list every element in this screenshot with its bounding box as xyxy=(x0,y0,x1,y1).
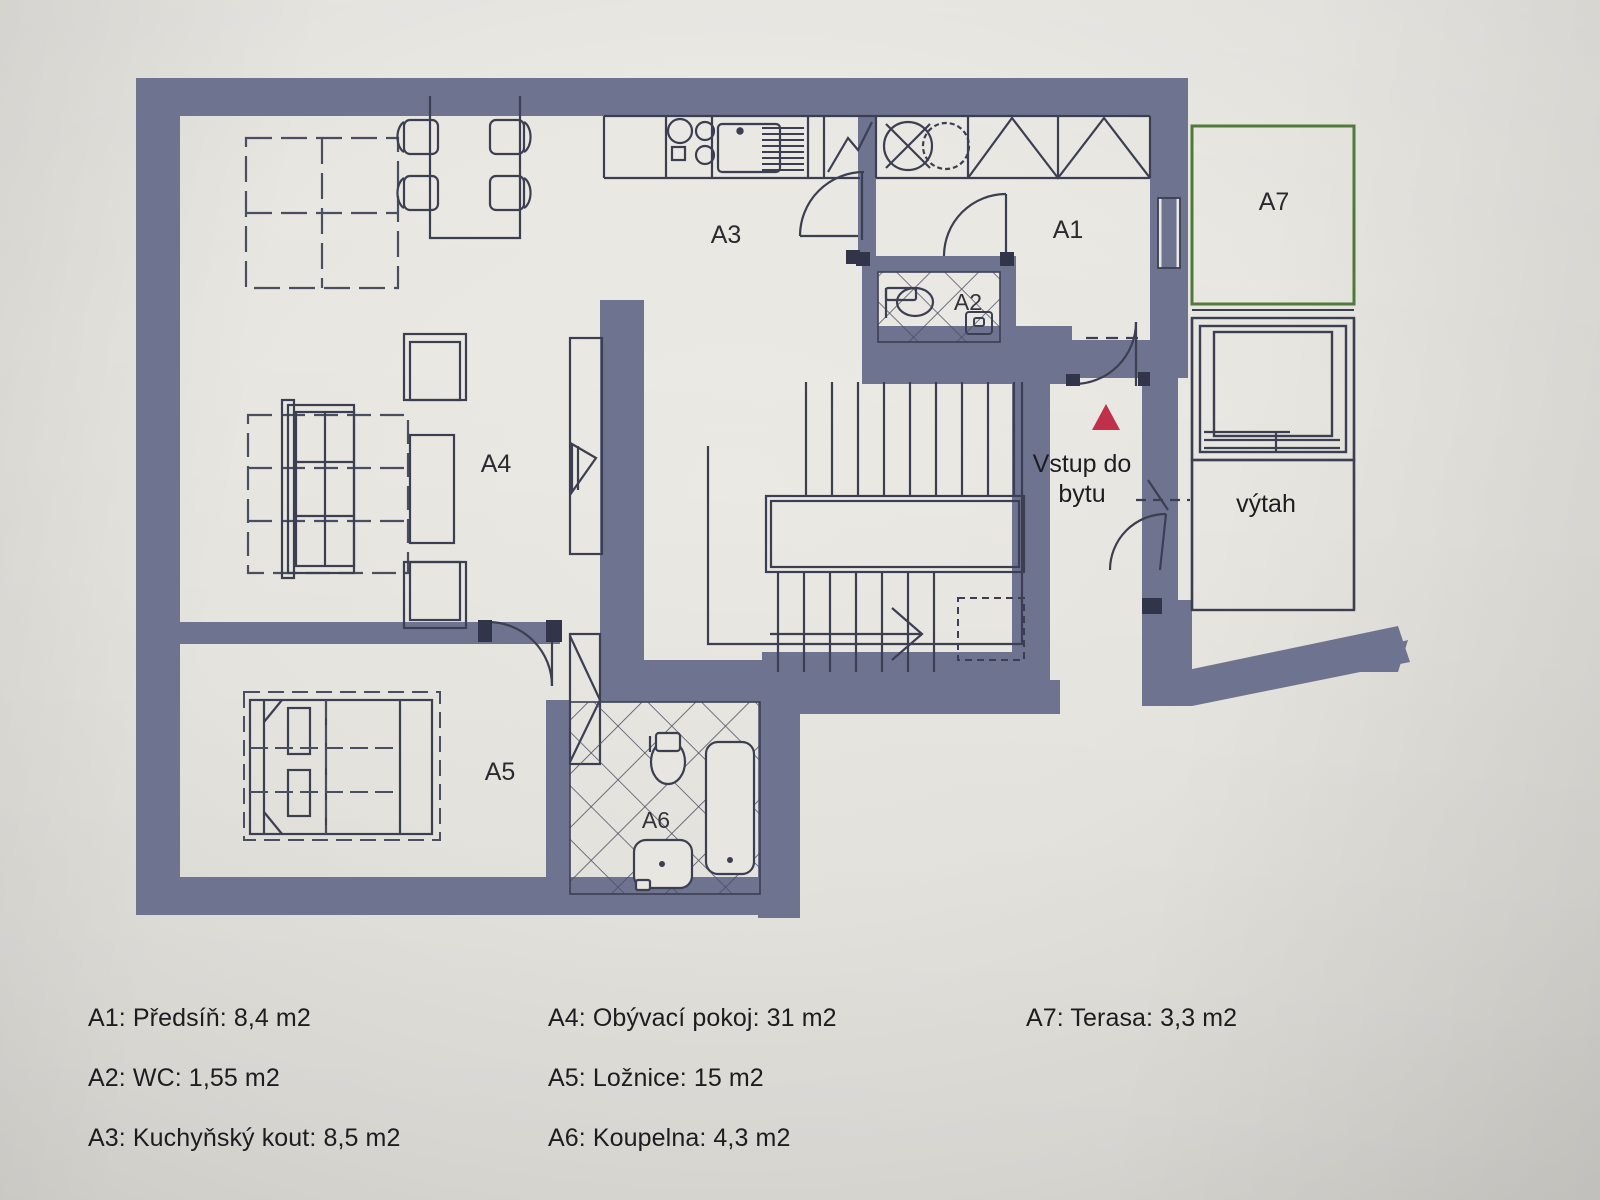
staircase xyxy=(706,382,1026,672)
entrance-marker-icon xyxy=(1092,404,1120,430)
dining-table xyxy=(428,96,522,240)
legend-item-a7: A7: Terasa: 3,3 m2 xyxy=(1026,1003,1238,1032)
entrance-label-line2: bytu xyxy=(1058,480,1105,508)
tv-media-unit xyxy=(568,336,604,556)
window-right-wall-frame xyxy=(1157,197,1181,269)
cooktop-icon xyxy=(666,117,716,166)
legend-item-a6: A6: Koupelna: 4,3 m2 xyxy=(548,1123,791,1152)
dining-chairs xyxy=(396,118,532,212)
bed-linen xyxy=(250,700,400,834)
tall-cabinets-icon xyxy=(967,116,1151,180)
wc-sink-icon xyxy=(965,311,993,335)
bathroom-toilet-icon xyxy=(648,731,687,786)
legend-item-a4: A4: Obývací pokoj: 31 m2 xyxy=(548,1003,837,1032)
legend: A1: Předsíň: 8,4 m2 A4: Obývací pokoj: 3… xyxy=(88,988,1338,1168)
kitchen-counter-run xyxy=(602,114,1152,180)
legend-item-a2: A2: WC: 1,55 m2 xyxy=(88,1063,280,1092)
elevator-label: výtah xyxy=(1236,490,1296,518)
room-label-a3: A3 xyxy=(711,221,742,249)
washing-machine-icon xyxy=(882,120,934,172)
dryer-icon xyxy=(921,121,971,171)
door-jambs xyxy=(478,250,1162,642)
coffee-table xyxy=(408,433,456,545)
bathtub-icon xyxy=(704,740,756,876)
entrance-label-line1: Vstup do xyxy=(1033,450,1132,478)
duct-square xyxy=(957,597,1025,661)
room-label-a4: A4 xyxy=(481,450,512,478)
bed-surround xyxy=(243,691,441,841)
sofa xyxy=(280,398,356,580)
living-rug xyxy=(246,413,410,575)
door-lobby xyxy=(1108,479,1190,571)
legend-item-a1: A1: Předsíň: 8,4 m2 xyxy=(88,1003,311,1032)
door-wc xyxy=(942,192,1008,258)
wall-structure xyxy=(136,78,1410,918)
washbasin-icon xyxy=(632,838,694,892)
terrace-a7-outline xyxy=(1190,124,1356,306)
room-label-a7: A7 xyxy=(1259,188,1290,216)
sink-icon xyxy=(716,122,782,174)
room-label-a6: A6 xyxy=(642,807,670,833)
legend-item-a3: A3: Kuchyňský kout: 8,5 m2 xyxy=(88,1123,401,1152)
door-entrance xyxy=(1073,321,1140,386)
toilet-icon xyxy=(884,286,935,318)
fridge-icon xyxy=(827,121,873,173)
room-label-a5: A5 xyxy=(485,758,516,786)
legend-item-a5: A5: Ložnice: 15 m2 xyxy=(548,1063,764,1092)
dining-rug xyxy=(244,136,400,290)
armchair-top xyxy=(402,332,468,402)
room-label-a2: A2 xyxy=(954,289,982,315)
dishwasher-icon xyxy=(762,126,804,172)
door-kitchen xyxy=(798,170,865,240)
bed xyxy=(248,698,434,836)
window-right-wall xyxy=(1158,198,1180,268)
armchair-bottom xyxy=(402,560,468,630)
room-label-a1: A1 xyxy=(1053,216,1084,244)
